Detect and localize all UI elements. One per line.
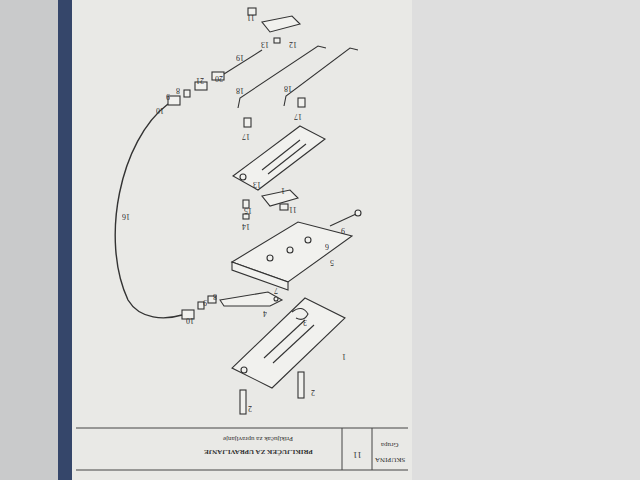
- callout-number: 12: [289, 40, 297, 48]
- callout-number: 18: [236, 86, 244, 94]
- callout-number: 10: [156, 106, 164, 114]
- callout-number: 4: [263, 309, 267, 317]
- callout-number: 5: [330, 258, 334, 266]
- callout-number: 21: [196, 76, 204, 84]
- callout-number: 17: [242, 132, 250, 140]
- callout-number: 7: [274, 286, 278, 294]
- callout-number: 18: [284, 84, 292, 92]
- subheading: Priključak za upravljanje: [223, 435, 293, 442]
- callout-number: 1: [342, 352, 346, 360]
- callout-number: 17: [294, 112, 302, 120]
- callout-number: 9: [166, 92, 170, 100]
- callout-number: 10: [186, 316, 194, 324]
- callout-number: 2: [248, 404, 252, 412]
- callout-number: 9: [341, 226, 345, 234]
- callout-number: 14: [242, 222, 250, 230]
- group-number: 11: [353, 450, 362, 459]
- callout-number: 19: [236, 53, 244, 61]
- callout-number: 11: [289, 205, 297, 213]
- callout-number: 6: [325, 242, 329, 250]
- callout-number: 8: [176, 86, 180, 94]
- callout-number: 11: [247, 13, 255, 21]
- callout-number: 15: [244, 206, 252, 214]
- callout-number: 13: [261, 40, 269, 48]
- heading: PRIKLJUČEK ZA UPRAVLJANJE: [204, 448, 313, 455]
- callout-number: 1: [281, 186, 285, 194]
- callout-number: 20: [215, 74, 223, 82]
- callout-number: 8: [213, 292, 217, 300]
- group-word: Grupa: [381, 441, 399, 448]
- callout-number: 9: [203, 298, 207, 306]
- callout-number: 16: [122, 212, 130, 220]
- callout-number: 2: [311, 388, 315, 396]
- group-word: SKUPINA: [375, 456, 405, 463]
- callout-number: 13: [253, 180, 261, 188]
- callout-number: 3: [303, 318, 307, 326]
